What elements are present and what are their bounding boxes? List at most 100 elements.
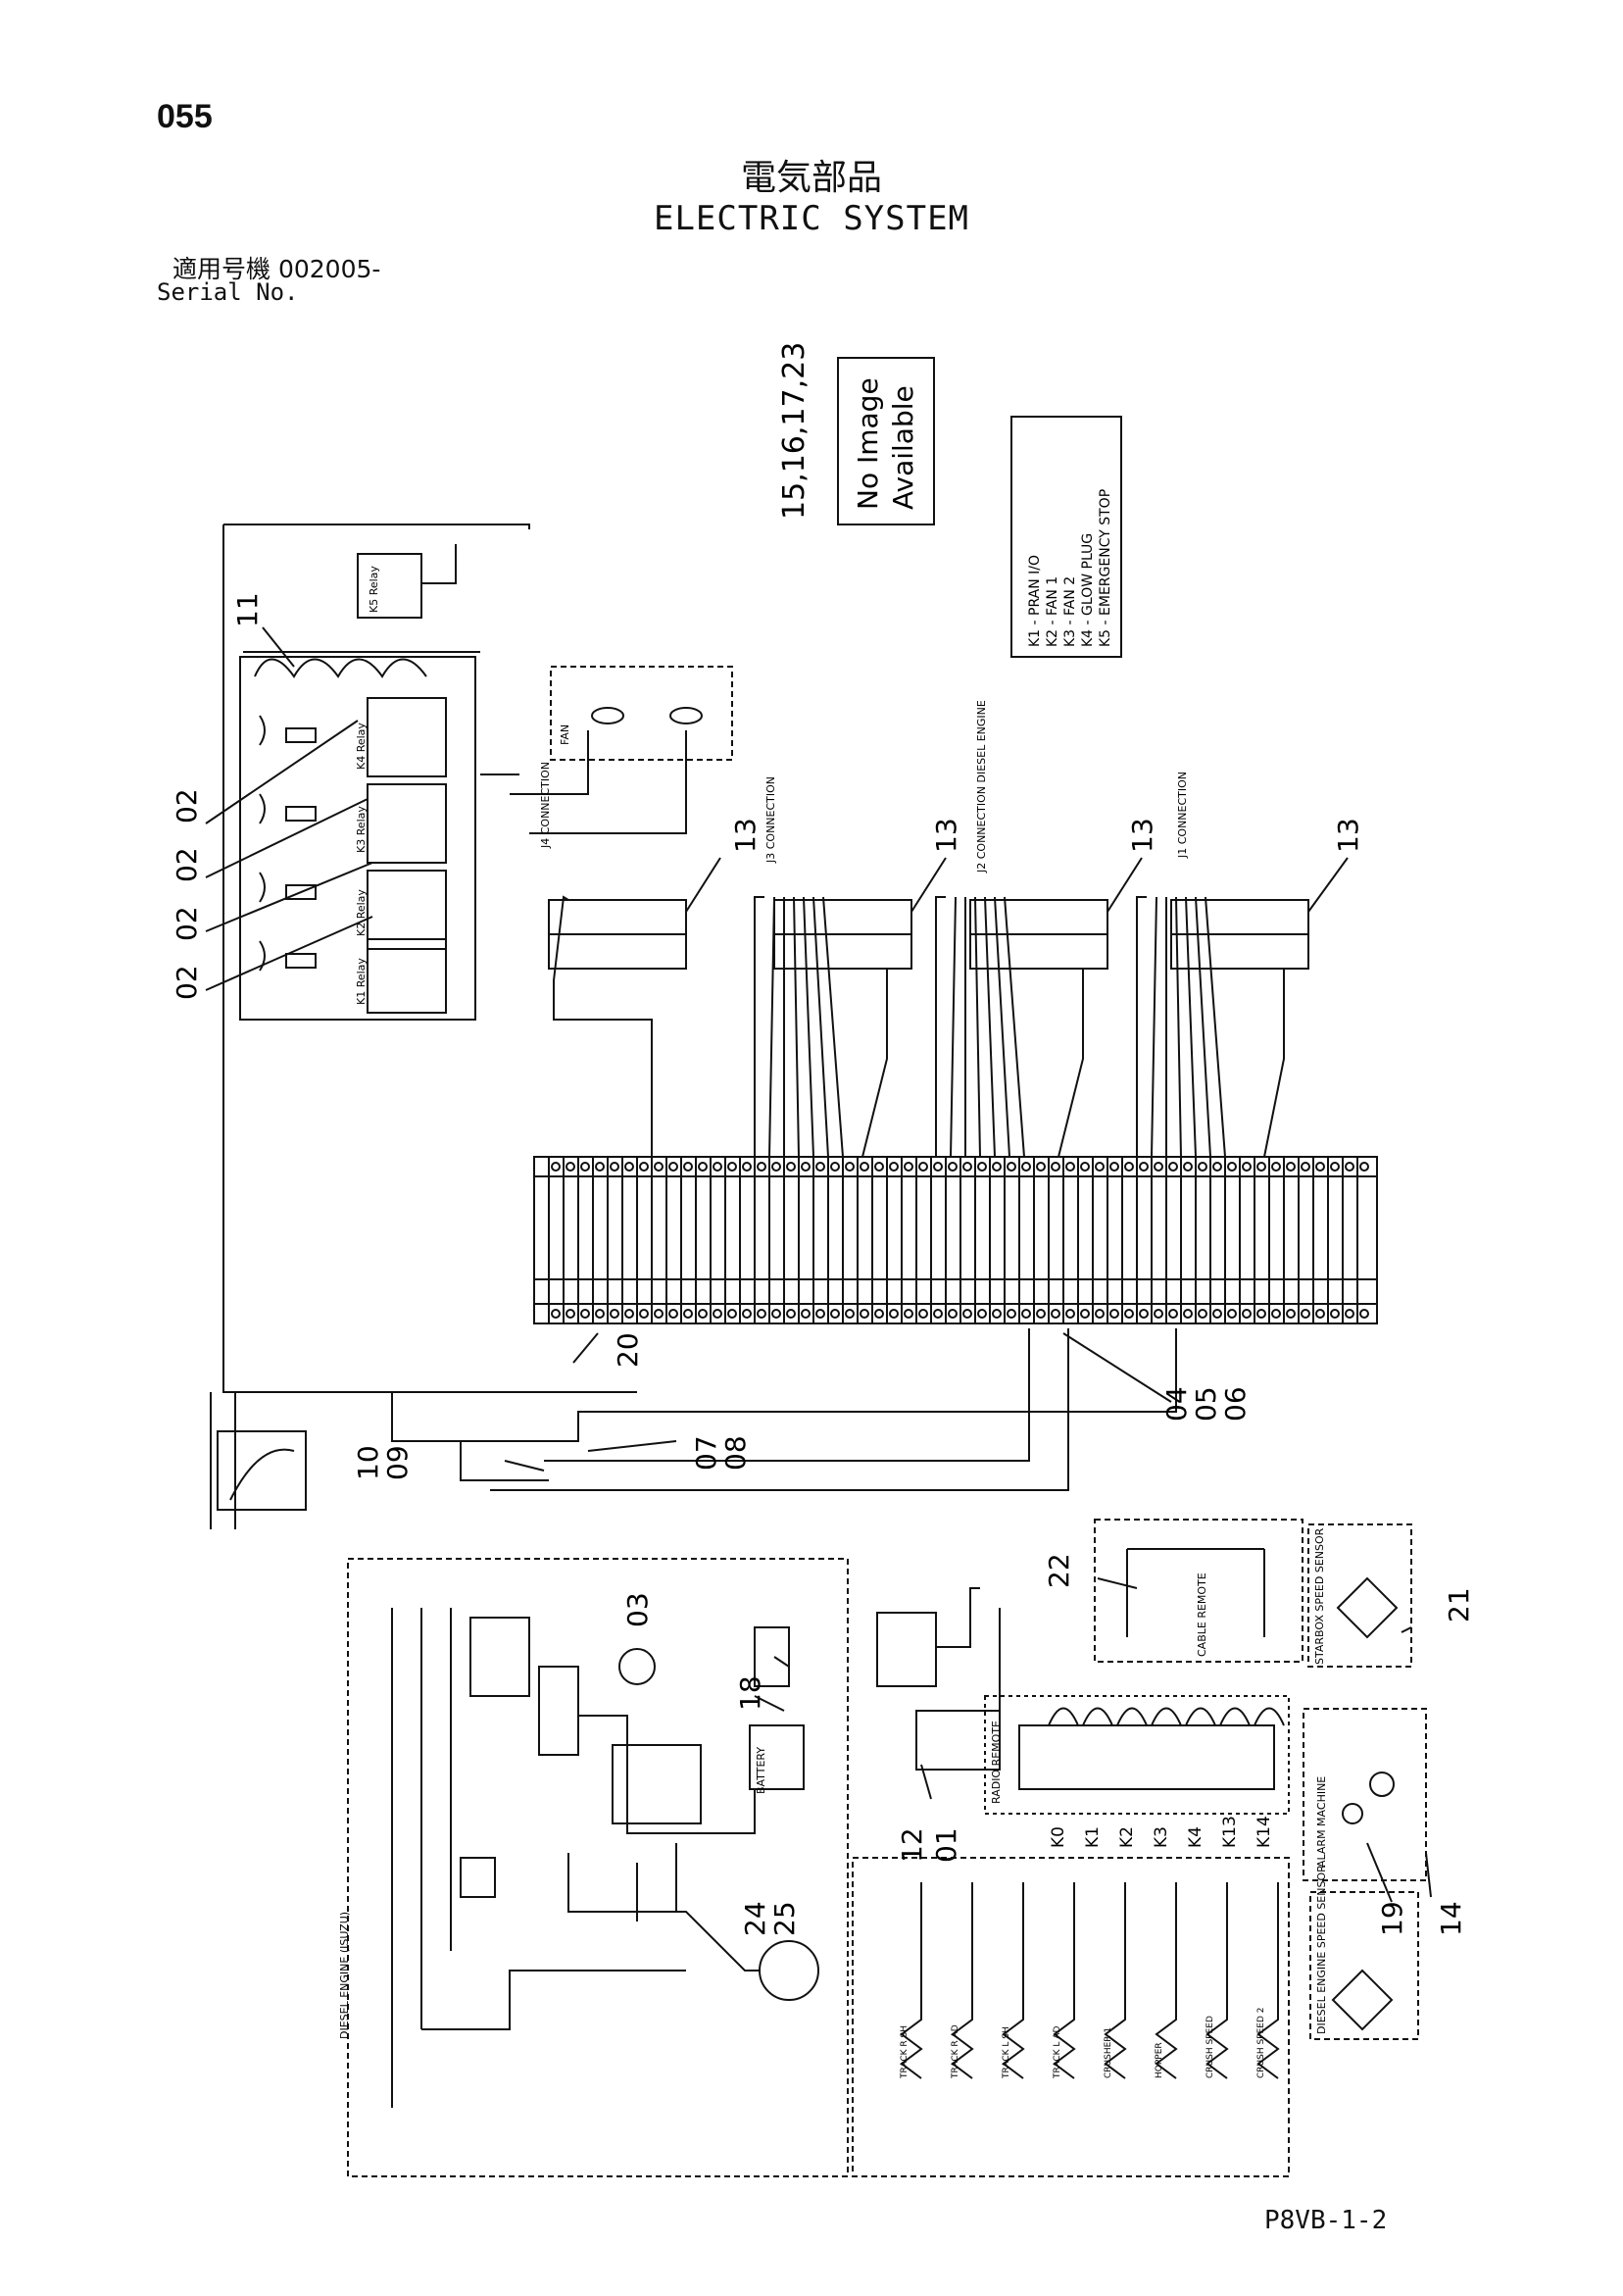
radio-relay-k2: K2 [1117,1826,1137,1848]
valve-coil [1256,1882,1280,2079]
radio-relay-k4: K4 [1186,1826,1205,1848]
terminal-screw [1345,1162,1354,1172]
terminal-screw [654,1162,664,1172]
callout-11: 11 [231,592,264,627]
terminal-screw [1315,1162,1325,1172]
terminal-screw [1183,1309,1193,1319]
valve-label-7: CRUSH SPEED [1205,2016,1215,2078]
terminal-screw [580,1309,590,1319]
terminal-screw [962,1309,972,1319]
j4-connection-label: J4 CONNECTION [539,762,552,849]
alarm-label: ALARM MACHINE [1315,1776,1328,1868]
terminal-screw [1080,1309,1090,1319]
engine-sensor-label: DIESEL ENGINE SPEED SENSOR [1315,1865,1328,2034]
k3-relay-label: K3 Relay [355,806,368,853]
k5-relay-label: K5 Relay [368,566,380,613]
callout-10: 10 [352,1445,384,1480]
terminal-screw [610,1309,619,1319]
terminal-screw [830,1309,840,1319]
terminal-screw [683,1309,693,1319]
callout-04: 04 [1160,1386,1193,1422]
radio-contact-arc [1185,1707,1216,1726]
terminal-screw [977,1309,987,1319]
terminal-screw [918,1309,928,1319]
terminal-screw [801,1309,811,1319]
valve-coil [951,1882,974,2079]
terminal-screw [1154,1309,1163,1319]
callout-13-d: 13 [1332,818,1364,853]
terminal-screw [1271,1162,1281,1172]
callout-13-c: 13 [1126,818,1158,853]
terminal-screw [933,1162,943,1172]
terminal-screw [1007,1162,1016,1172]
terminal-screw [742,1162,752,1172]
terminal-screw [757,1162,766,1172]
terminal-screw [1065,1309,1075,1319]
terminal-screw [595,1162,605,1172]
terminal-screw [1286,1162,1296,1172]
terminal-screw [889,1309,899,1319]
j1-connection-label: J1 CONNECTION [1176,772,1189,859]
terminal-screw [757,1309,766,1319]
callout-05: 05 [1190,1386,1222,1422]
terminal-screw [624,1162,634,1172]
callout-20: 20 [612,1332,644,1368]
terminal-screw [1065,1162,1075,1172]
terminal-screw [1242,1162,1252,1172]
terminal-screw [1021,1162,1031,1172]
terminal-screw [698,1309,708,1319]
terminal-screw [566,1309,575,1319]
relay-legend-5: K5 - EMERGENCY STOP [1098,489,1113,647]
k4-relay-label: K4 Relay [355,723,368,770]
terminal-screw [654,1309,664,1319]
terminal-screw [1359,1309,1369,1319]
terminal-screw [1359,1162,1369,1172]
fan-label: FAN [559,724,571,745]
radio-contact-arc [1116,1707,1148,1726]
terminal-screw [933,1309,943,1319]
terminal-screw [1051,1309,1060,1319]
terminal-screw [1168,1309,1178,1319]
relay-legend-4: K4 - GLOW PLUG [1080,533,1096,647]
terminal-screw [1271,1309,1281,1319]
callout-14: 14 [1435,1901,1467,1936]
callout-02-d: 02 [171,788,203,824]
serial-label-japanese: 適用号機 002005- [172,255,381,283]
terminal-screw [683,1162,693,1172]
starbox-sensor-label: STARBOX SPEED SENSOR [1313,1527,1326,1665]
terminal-screw [1286,1309,1296,1319]
callout-18: 18 [734,1675,766,1711]
terminal-screw [815,1162,825,1172]
terminal-screw [948,1162,958,1172]
radio-relay-k14: K14 [1254,1816,1274,1848]
terminal-screw [1301,1162,1310,1172]
terminal-screw [845,1309,855,1319]
terminal-screw [580,1162,590,1172]
terminal-screw [639,1162,649,1172]
terminal-screw [1007,1309,1016,1319]
terminal-screw [668,1309,678,1319]
terminal-screw [1109,1162,1119,1172]
footer-code: P8VB-1-2 [1264,2206,1388,2235]
page-title-japanese: 電気部品 [740,158,882,198]
terminal-screw [1330,1162,1340,1172]
valve-label-5: CRUSHER 1 [1104,2027,1113,2078]
terminal-screw [845,1162,855,1172]
radio-remote-label: RADIO REMOTE [990,1721,1003,1804]
terminal-screw [1242,1309,1252,1319]
page-number: 055 [157,98,213,135]
terminal-screw [874,1309,884,1319]
terminal-screw [713,1162,722,1172]
terminal-screw [1212,1162,1222,1172]
terminal-screw [992,1309,1002,1319]
terminal-screw [1212,1309,1222,1319]
terminal-screw [1080,1162,1090,1172]
valve-coil [1002,1882,1025,2079]
terminal-screw [1227,1162,1237,1172]
terminal-screw [1109,1309,1119,1319]
callout-21: 21 [1443,1587,1475,1622]
terminal-screw [771,1162,781,1172]
diesel-engine-label: DIESEL ENGINE (ISUZU) [338,1912,351,2039]
valve-coil [900,1882,923,2079]
